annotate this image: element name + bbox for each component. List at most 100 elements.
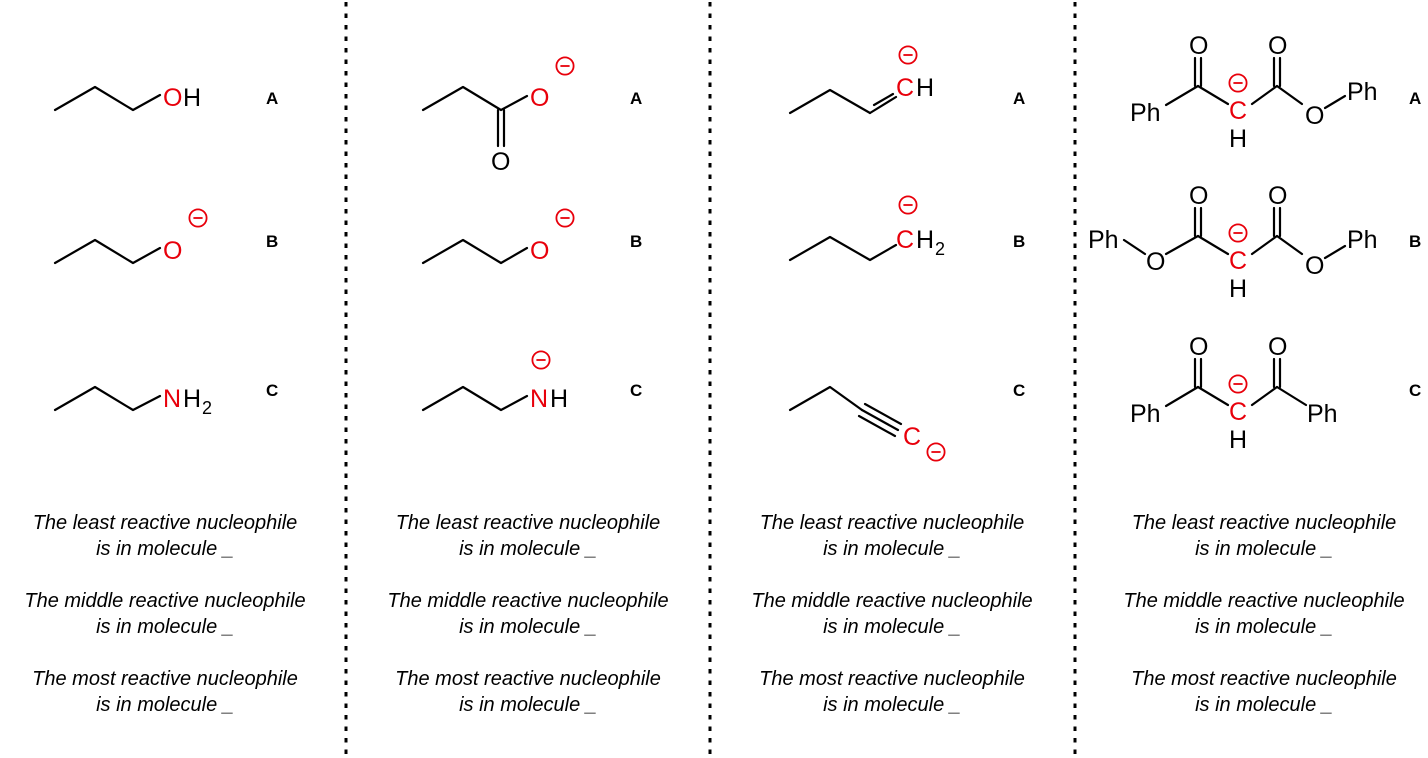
- column-3: C H A C H 2 B C C The least reactive nuc…: [751, 45, 1033, 716]
- column-4: Ph O O O Ph C H A Ph O O: [1088, 32, 1421, 716]
- negative-charge-icon: [926, 442, 946, 462]
- question-list: The least reactive nucleophile is in mol…: [751, 512, 1032, 716]
- group-phenyl: Ph: [1307, 400, 1338, 428]
- atom-oxygen: O: [530, 84, 549, 112]
- question-list: The least reactive nucleophile is in mol…: [1123, 512, 1404, 716]
- question-answer-line: is in molecule _: [96, 694, 234, 716]
- atom-nitrogen: N: [530, 385, 548, 413]
- atom-carbon: C: [896, 74, 914, 102]
- negative-charge-icon: [531, 350, 551, 370]
- molecule-3b: C H 2 B: [788, 195, 1025, 262]
- question-answer-line: is in molecule _: [823, 694, 961, 716]
- molecule-label: A: [266, 89, 278, 108]
- atom-carbonyl-oxygen: O: [1189, 32, 1208, 60]
- question-middle: The middle reactive nucleophile: [751, 590, 1032, 612]
- atom-hydrogen: H: [1229, 426, 1247, 454]
- atom-carbonyl-oxygen: O: [1268, 182, 1287, 210]
- atom-hydrogen: H: [916, 226, 934, 254]
- question-answer-line: is in molecule _: [1195, 616, 1333, 638]
- molecule-label: B: [266, 232, 278, 251]
- question-answer-line: is in molecule _: [1195, 694, 1333, 716]
- atom-hydrogen: H: [550, 385, 568, 413]
- atom-carbonyl-oxygen: O: [1268, 333, 1287, 361]
- atom-oxygen: O: [163, 84, 182, 112]
- negative-charge-icon: [188, 208, 208, 228]
- molecule-2a: O O A: [421, 56, 642, 176]
- atom-hydrogen: H: [183, 84, 201, 112]
- question-middle: The middle reactive nucleophile: [387, 590, 668, 612]
- atom-carbon: C: [1229, 398, 1247, 426]
- negative-charge-icon: [1228, 223, 1248, 243]
- molecule-3c: C C: [788, 381, 1025, 462]
- question-answer-line: is in molecule _: [459, 538, 597, 560]
- question-answer-line: is in molecule _: [459, 616, 597, 638]
- atom-hydrogen: H: [1229, 275, 1247, 303]
- subscript: 2: [202, 398, 212, 418]
- question-list: The least reactive nucleophile is in mol…: [24, 512, 305, 716]
- molecule-label: B: [630, 232, 642, 251]
- group-phenyl: Ph: [1088, 226, 1119, 254]
- negative-charge-icon: [555, 56, 575, 76]
- molecule-4b: Ph O O O O Ph C H B: [1088, 182, 1421, 303]
- group-phenyl: Ph: [1130, 400, 1161, 428]
- question-least: The least reactive nucleophile: [396, 512, 661, 534]
- molecule-2c: N H C: [421, 350, 642, 413]
- atom-hydrogen: H: [1229, 125, 1247, 153]
- molecule-4c: Ph O O Ph C H C: [1130, 333, 1421, 454]
- question-most: The most reactive nucleophile: [395, 668, 661, 690]
- atom-carbonyl-oxygen: O: [1189, 182, 1208, 210]
- question-least: The least reactive nucleophile: [33, 512, 298, 534]
- molecule-4a: Ph O O O Ph C H A: [1130, 32, 1421, 153]
- molecule-1b: O B: [53, 208, 278, 265]
- negative-charge-icon: [555, 208, 575, 228]
- molecule-2b: O B: [421, 208, 642, 265]
- molecule-label: A: [1409, 89, 1421, 108]
- atom-hydrogen: H: [916, 74, 934, 102]
- question-least: The least reactive nucleophile: [1132, 512, 1397, 534]
- question-list: The least reactive nucleophile is in mol…: [387, 512, 668, 716]
- atom-ester-oxygen: O: [1305, 252, 1324, 280]
- atom-carbon: C: [1229, 97, 1247, 125]
- atom-carbonyl-oxygen: O: [491, 148, 510, 176]
- question-answer-line: is in molecule _: [459, 694, 597, 716]
- molecule-3a: C H A: [788, 45, 1025, 115]
- atom-oxygen: O: [530, 237, 549, 265]
- group-phenyl: Ph: [1347, 226, 1378, 254]
- negative-charge-icon: [898, 45, 918, 65]
- question-answer-line: is in molecule _: [96, 538, 234, 560]
- molecule-label: B: [1409, 232, 1421, 251]
- question-answer-line: is in molecule _: [823, 538, 961, 560]
- molecule-label: C: [1409, 381, 1421, 400]
- molecule-label: B: [1013, 232, 1025, 251]
- question-middle: The middle reactive nucleophile: [24, 590, 305, 612]
- atom-carbon: C: [903, 423, 921, 451]
- group-phenyl: Ph: [1130, 99, 1161, 127]
- molecule-1a: O H A: [53, 84, 278, 112]
- atom-nitrogen: N: [163, 385, 181, 413]
- question-most: The most reactive nucleophile: [32, 668, 298, 690]
- question-middle: The middle reactive nucleophile: [1123, 590, 1404, 612]
- atom-hydrogen: H: [183, 385, 201, 413]
- molecule-label: C: [266, 381, 278, 400]
- molecule-label: A: [1013, 89, 1025, 108]
- atom-carbon: C: [1229, 247, 1247, 275]
- subscript: 2: [935, 239, 945, 259]
- question-answer-line: is in molecule _: [96, 616, 234, 638]
- column-1: O H A O B N H 2 C The least reactive nuc…: [24, 84, 305, 716]
- question-answer-line: is in molecule _: [1195, 538, 1333, 560]
- atom-carbon: C: [896, 226, 914, 254]
- question-most: The most reactive nucleophile: [759, 668, 1025, 690]
- molecule-label: A: [630, 89, 642, 108]
- molecule-label: C: [1013, 381, 1025, 400]
- column-2: O O A O B N H C The least reactive nucle…: [387, 56, 669, 716]
- question-least: The least reactive nucleophile: [760, 512, 1025, 534]
- atom-carbonyl-oxygen: O: [1189, 333, 1208, 361]
- group-phenyl: Ph: [1347, 78, 1378, 106]
- molecule-1c: N H 2 C: [53, 381, 278, 418]
- negative-charge-icon: [1228, 374, 1248, 394]
- question-most: The most reactive nucleophile: [1131, 668, 1397, 690]
- atom-ester-oxygen: O: [1146, 248, 1165, 276]
- atom-ester-oxygen: O: [1305, 102, 1324, 130]
- molecule-label: C: [630, 381, 642, 400]
